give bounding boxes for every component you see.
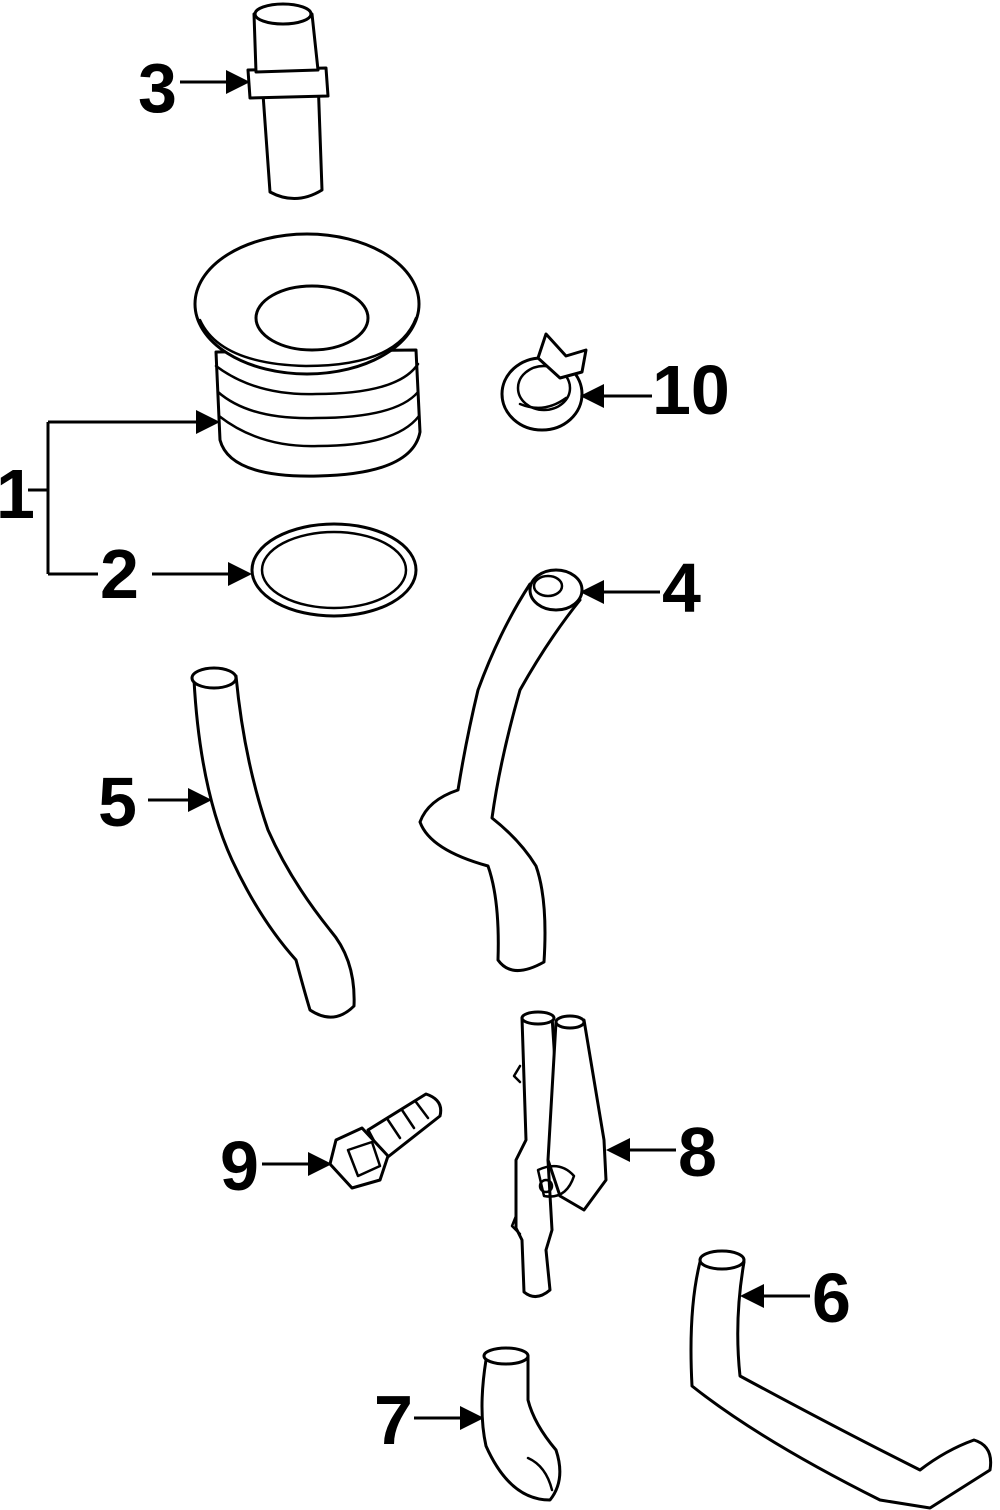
part-3-hose (246, 2, 330, 200)
callout-9: 9 (220, 1127, 259, 1205)
part-5-hose (190, 666, 356, 1019)
callout-5: 5 (98, 763, 137, 841)
callout-7: 7 (374, 1381, 413, 1459)
callout-3: 3 (138, 49, 177, 127)
callout-1: 1 (0, 455, 35, 533)
part-1-oil-filter (193, 232, 422, 478)
part-6-hose (689, 1249, 993, 1510)
leader-lines (28, 70, 810, 1430)
callout-2: 2 (100, 535, 139, 613)
callout-6: 6 (812, 1259, 851, 1337)
part-2-gasket (250, 522, 418, 618)
callout-labels: 1 2 3 4 5 6 7 8 9 10 (0, 49, 851, 1459)
callout-8: 8 (678, 1113, 717, 1191)
part-9-bolt (328, 1092, 443, 1190)
part-4-hose (418, 568, 584, 972)
callout-10: 10 (652, 351, 730, 429)
part-7-hose (480, 1346, 562, 1502)
callout-4: 4 (662, 549, 701, 627)
part-8-valve-assembly (510, 1010, 608, 1298)
part-10-clamp (500, 332, 588, 432)
